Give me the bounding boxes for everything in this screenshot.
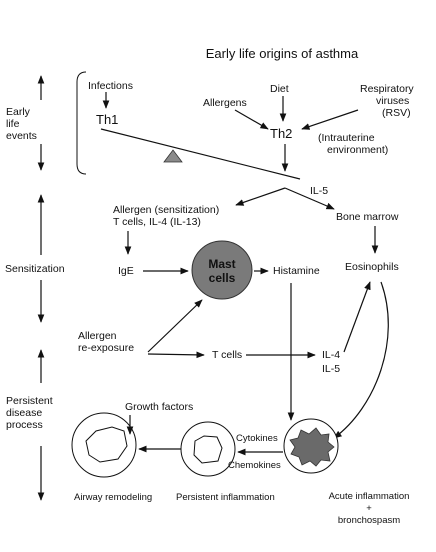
diagram-title: Early life origins of asthma [206,46,359,61]
balance-fulcrum [163,149,183,163]
airway-remodeling-airway [85,426,128,463]
node-chemokines: Chemokines [228,460,281,471]
arrow-reexposure-mast [147,299,203,353]
node-cytokines: Cytokines [236,433,278,444]
arrow-allergens-th2 [234,109,269,130]
stage-label-persistent-3: process [6,419,43,431]
node-histamine: Histamine [273,265,320,277]
balance-beam [100,128,301,180]
node-t-cells: T cells [212,349,242,361]
node-infections: Infections [88,80,133,92]
early-events-bracket [76,71,87,175]
label-persistent-inflammation: Persistent inflammation [176,492,275,503]
label-acute-inflammation-3: bronchospasm [338,515,400,526]
label-airway-remodeling: Airway remodeling [74,492,152,503]
node-il5: IL-5 [322,363,340,375]
node-allergen-sensitization-1: Allergen (sensitization) [113,204,219,216]
arrow-split-sensitization [235,187,286,206]
node-mast-cells-1: Mast [208,257,235,271]
node-allergen-reexposure-1: Allergen [78,330,117,342]
stage-label-persistent-1: Persistent [6,395,53,407]
node-il5-top: IL-5 [310,185,328,197]
stage-label-early-3: events [6,130,37,142]
persistent-inflammation-airway [193,435,223,464]
node-th1: Th1 [96,112,118,127]
node-intrauterine-1: (Intrauterine [318,132,375,144]
arrow-split-bone-marrow [284,187,335,210]
node-allergen-sensitization-2: T cells, IL-4 (IL-13) [113,216,201,228]
node-allergens: Allergens [203,97,247,109]
node-diet: Diet [270,83,289,95]
node-bone-marrow: Bone marrow [336,211,399,223]
stage-label-sensitization: Sensitization [5,263,65,275]
arrow-reexposure-tcells [147,351,205,359]
node-intrauterine-2: environment) [327,144,388,156]
arrow-eosinophils-acute [333,281,389,439]
node-resp-viruses-2: viruses [376,95,409,107]
label-acute-inflammation-1: Acute inflammation [329,491,410,502]
node-eosinophils: Eosinophils [345,261,399,273]
arrow-il-eosinophils [343,281,371,353]
stage-label-early-1: Early [6,106,31,118]
node-resp-viruses-3: (RSV) [382,107,411,119]
node-allergen-reexposure-2: re-exposure [78,342,134,354]
acute-inflammation-airway [289,427,335,467]
node-mast-cells-2: cells [209,271,236,285]
arrow-viruses-th2 [301,109,359,130]
stage-label-early-2: life [6,118,20,130]
mast-cell-ellipse [191,240,253,300]
node-th2: Th2 [270,126,292,141]
node-resp-viruses-1: Respiratory [360,83,414,95]
node-growth-factors: Growth factors [125,401,193,413]
stage-label-persistent-2: disease [6,407,42,419]
node-il4: IL-4 [322,349,340,361]
node-ige: IgE [118,265,134,277]
label-acute-inflammation-2: + [366,503,372,514]
